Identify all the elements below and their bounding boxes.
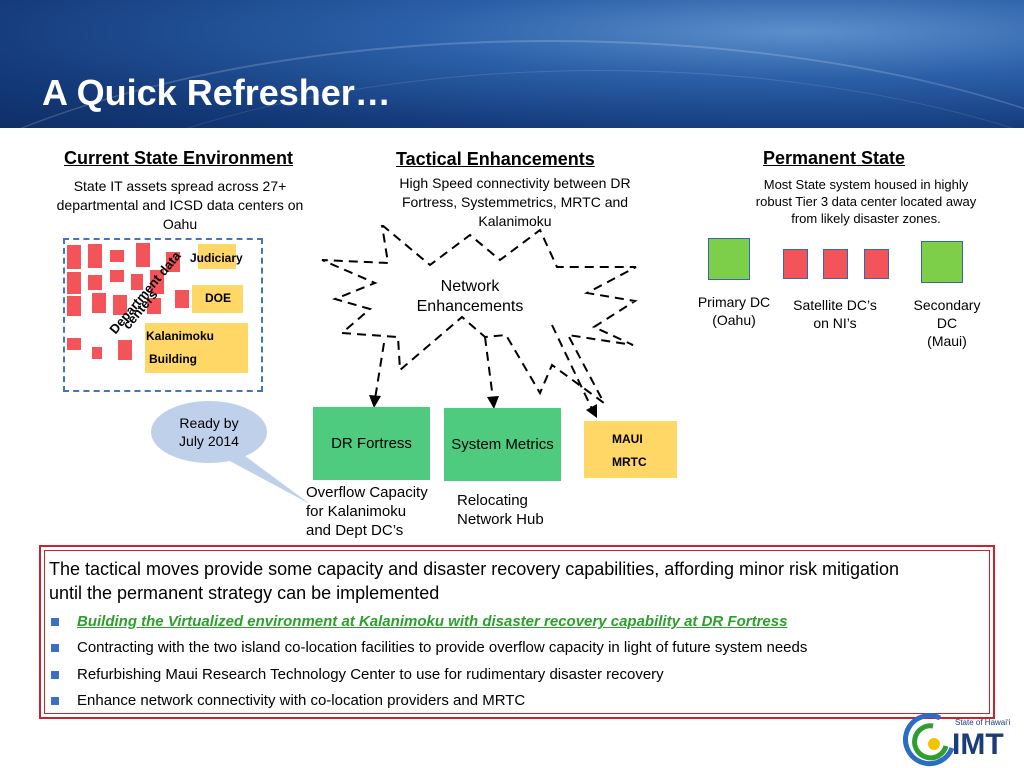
doe-label: DOE	[205, 291, 232, 305]
header-banner	[0, 0, 1024, 128]
department-dc-square	[175, 290, 189, 308]
callout-bubble	[151, 401, 310, 504]
logo-imt-text: IMT	[952, 728, 1004, 761]
page-title: A Quick Refresher…	[42, 72, 391, 113]
kalanimoku-building-label: Building	[149, 352, 197, 366]
judiciary-box	[198, 244, 236, 269]
summary-box: The tactical moves provide some capacity…	[39, 545, 995, 719]
department-dc-square	[110, 250, 124, 262]
kalanimoku-box	[145, 323, 248, 373]
department-dc-square	[67, 272, 81, 294]
department-dc-square	[150, 270, 164, 294]
department-dc-square	[67, 338, 81, 350]
summary-intro: The tactical moves provide some capacity…	[49, 559, 900, 603]
tactical-heading: Tactical Enhancements	[396, 149, 595, 169]
satellite-dc-label: Satellite DC’s on NI’s	[793, 297, 877, 331]
primary-dc-square	[708, 238, 750, 280]
bullet-square-icon	[51, 644, 59, 652]
department-dc-square	[88, 244, 102, 268]
doe-box	[192, 285, 243, 313]
system-metrics-box: System Metrics	[444, 408, 561, 481]
satellite-dc-square-2	[823, 249, 848, 279]
department-dc-square	[131, 274, 143, 290]
bullet-square-icon	[51, 618, 59, 626]
judiciary-label: Judiciary	[190, 251, 243, 265]
maui-mrtc-box	[584, 421, 677, 478]
department-dc-square	[67, 296, 81, 316]
department-dc-group	[63, 238, 263, 392]
relocating-hub-label: Relocating Network Hub	[457, 492, 544, 528]
ready-by-label: Ready by July 2014	[179, 415, 239, 449]
current-state-heading: Current State Environment	[64, 148, 294, 168]
department-dc-square	[113, 295, 127, 315]
department-dc-square	[136, 243, 150, 267]
satellite-dc-square-3	[864, 249, 889, 279]
current-description: State IT assets spread across 27+ depart…	[56, 178, 304, 232]
permanent-heading: Permanent State	[763, 148, 906, 168]
secondary-dc-label: Secondary DC (Maui)	[913, 297, 981, 349]
tactical-description: High Speed connectivity between DR Fortr…	[399, 175, 631, 229]
department-dc-square	[92, 293, 106, 313]
department-dc-square	[110, 270, 124, 282]
satellite-dc-square-1	[783, 249, 808, 279]
dr-fortress-box: DR Fortress	[313, 407, 430, 480]
imt-swirl-logo-icon	[903, 713, 955, 767]
network-enhancements-label: Network Enhancements	[416, 278, 524, 315]
department-dc-square	[67, 245, 81, 269]
secondary-dc-square	[921, 241, 963, 283]
bullet-square-icon	[51, 671, 59, 679]
network-starburst	[321, 225, 638, 418]
logo-small-text: State of Hawai‘i	[955, 718, 1011, 727]
kalanimoku-label: Kalanimoku	[146, 329, 215, 343]
department-dc-square	[118, 340, 132, 360]
department-dc-square	[166, 252, 180, 272]
mrtc-label: MRTC	[612, 455, 647, 469]
permanent-description: Most State system housed in highly robus…	[755, 177, 977, 226]
bullet-square-icon	[51, 697, 59, 705]
maui-label: MAUI	[612, 432, 643, 446]
department-dc-square	[147, 298, 161, 314]
overflow-capacity-label: Overflow Capacity for Kalanimoku and Dep…	[306, 484, 428, 539]
department-dc-square	[92, 347, 102, 359]
primary-dc-label: Primary DC (Oahu)	[697, 294, 771, 328]
department-dc-square	[88, 275, 102, 290]
